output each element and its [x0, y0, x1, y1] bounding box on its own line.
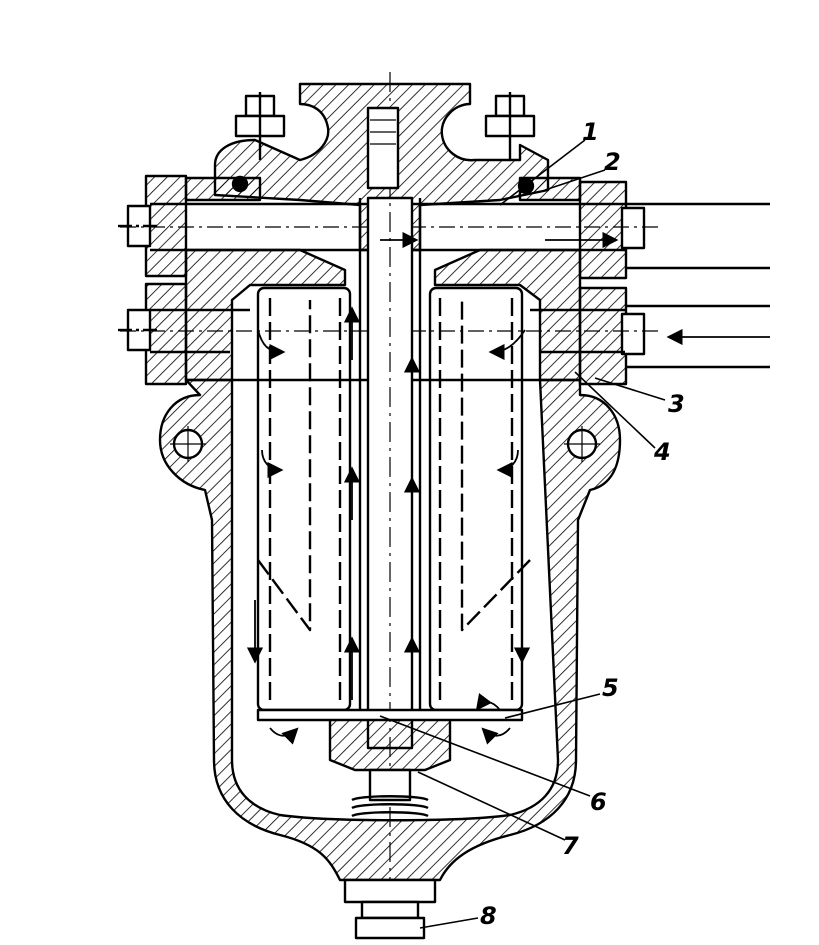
callout-3: 3	[668, 390, 685, 418]
right-bolt-block-bottom	[578, 286, 628, 386]
flow-arrows	[246, 231, 770, 745]
callout-2: 2	[604, 148, 621, 176]
filter-element-left	[256, 286, 352, 712]
spring	[351, 768, 429, 818]
flange-left	[184, 176, 262, 202]
callout-4: 4	[654, 438, 671, 466]
cover-bolt-right	[484, 92, 536, 160]
right-bolt-block-top	[578, 180, 628, 280]
seal-ring-left	[231, 175, 249, 193]
outlet-pipe	[625, 202, 770, 270]
callout-6: 6	[590, 788, 607, 816]
inlet-pipe	[625, 304, 770, 369]
filter-element-right	[428, 286, 531, 712]
left-bolt-block-bottom	[144, 282, 188, 386]
leader-lines	[379, 139, 666, 929]
callout-5: 5	[602, 674, 619, 702]
lower-through-bolt	[120, 308, 660, 354]
bottom-seat	[256, 708, 524, 772]
callout-7: 7	[562, 832, 579, 860]
callout-1: 1	[582, 118, 599, 146]
drain-plug	[343, 878, 437, 940]
housing	[158, 378, 622, 882]
callout-8: 8	[480, 902, 497, 930]
cover-bolt-left	[234, 92, 286, 160]
central-tube	[358, 72, 422, 880]
